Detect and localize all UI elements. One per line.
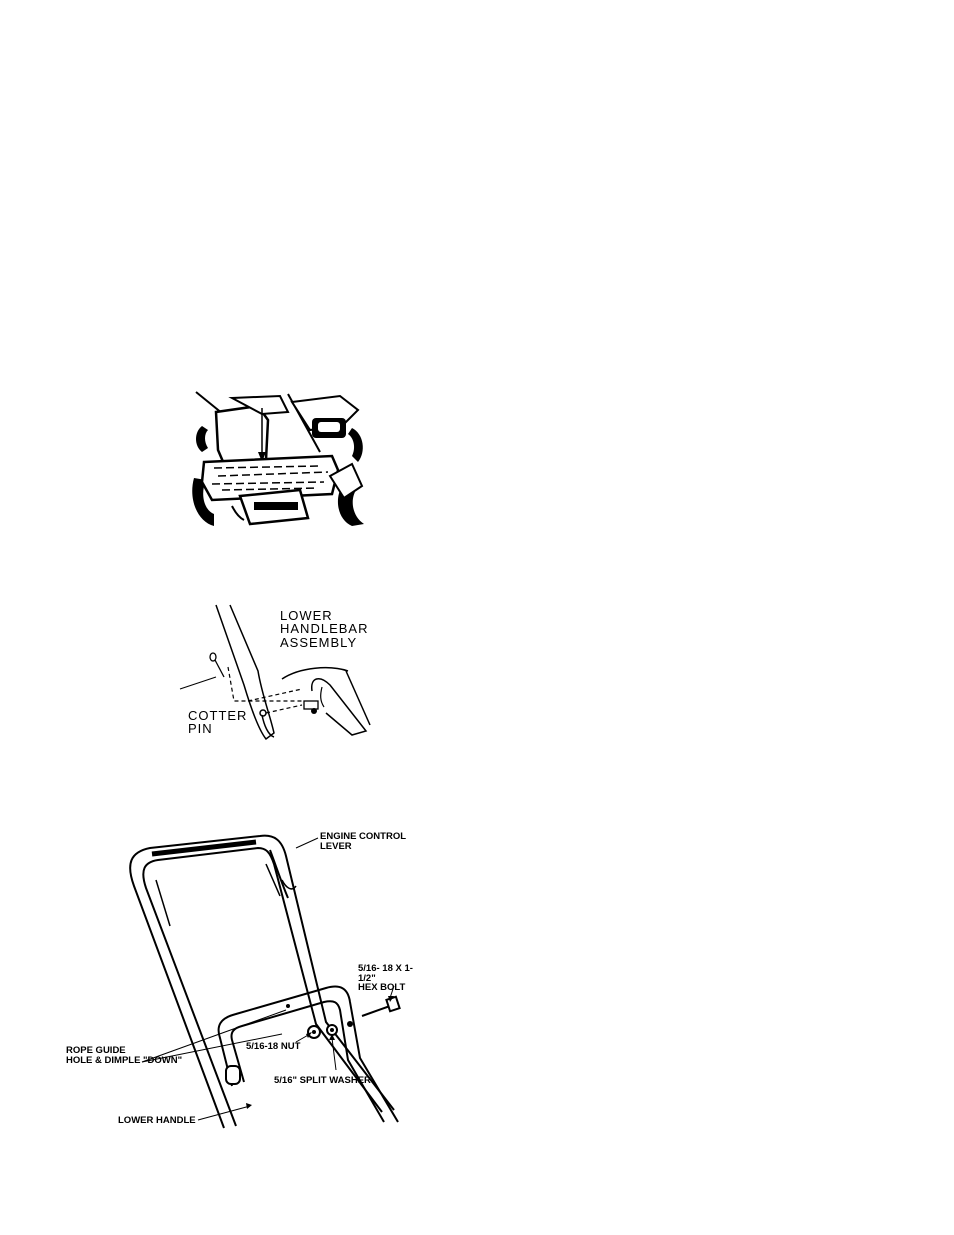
split-washer-label: 5/16" SPLIT WASHER	[274, 1076, 371, 1086]
cotter-pin-label: COTTER PIN	[188, 709, 247, 736]
mower-deck-illustration	[192, 390, 372, 530]
mower-deck-drawing	[192, 390, 372, 530]
nut-label: 5/16-18 NUT	[246, 1042, 300, 1052]
rope-guide-label: ROPE GUIDE HOLE & DIMPLE "DOWN"	[66, 1046, 182, 1065]
lower-handle-label: LOWER HANDLE	[118, 1116, 196, 1126]
handle-assembly-illustration: ENGINE CONTROL LEVER 5/16- 18 X 1- 1/2" …	[60, 826, 432, 1128]
hex-bolt-label: 5/16- 18 X 1- 1/2" HEX BOLT	[358, 964, 432, 993]
lower-handlebar-assembly-label: LOWER HANDLEBAR ASSEMBLY	[280, 609, 368, 649]
engine-control-lever-label: ENGINE CONTROL LEVER	[320, 832, 406, 851]
cotter-pin-illustration: LOWER HANDLEBAR ASSEMBLY COTTER PIN	[170, 605, 370, 745]
